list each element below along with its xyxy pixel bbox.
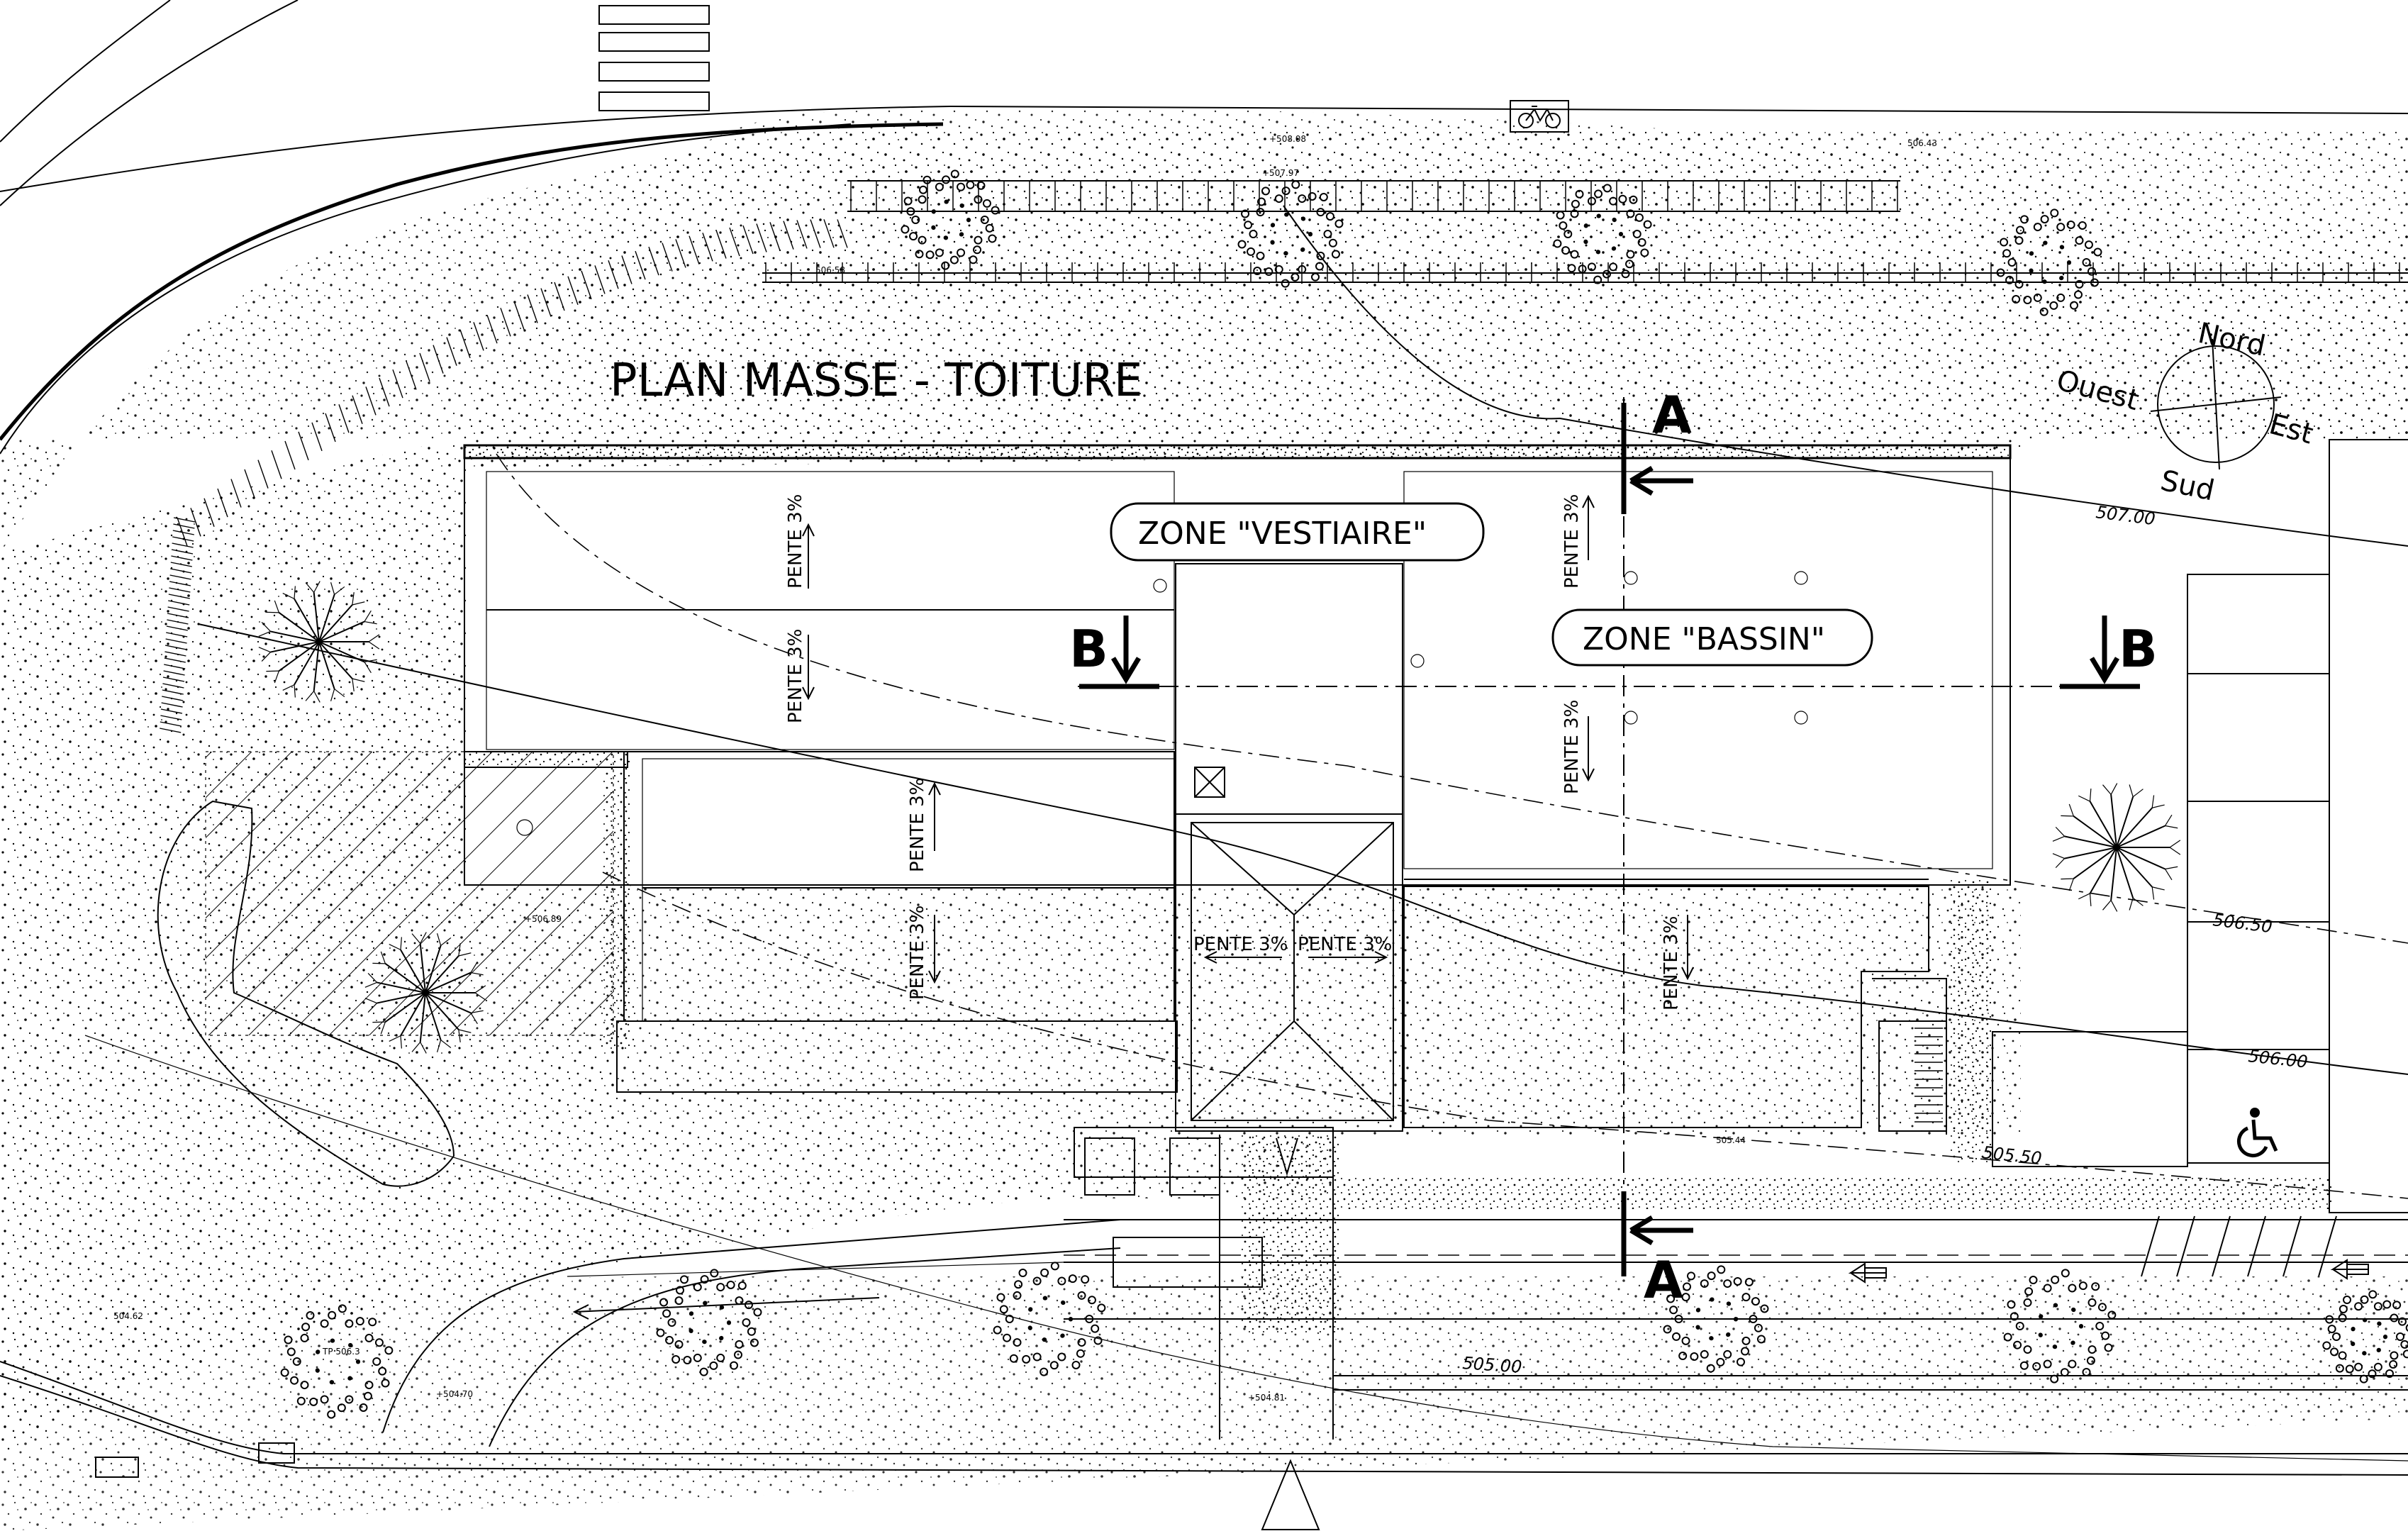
tree-icon (2003, 1269, 2117, 1384)
compass-rose-icon (2150, 338, 2282, 470)
tree-icon (1663, 1265, 1769, 1373)
embankment-ticks (160, 219, 848, 733)
svg-text:+504.70: +504.70 (436, 1389, 473, 1399)
tree-icon (364, 932, 486, 1054)
tree-icon (280, 1304, 394, 1419)
svg-text:+508.08: +508.08 (1269, 134, 1306, 144)
svg-text:PENTE 3%: PENTE 3% (907, 778, 928, 872)
svg-text:506.50: 506.50 (2212, 910, 2273, 937)
section-b-left: B (1069, 619, 1108, 679)
section-lines (1078, 397, 2140, 1276)
tree-icon (901, 169, 1000, 270)
plan-title: PLAN MASSE - TOITURE (610, 355, 1142, 407)
tree-icon (1553, 184, 1652, 284)
svg-text:PENTE 3%: PENTE 3% (907, 906, 928, 1000)
parking-top (762, 180, 2408, 283)
svg-text:TP 506.3: TP 506.3 (322, 1347, 360, 1357)
svg-text:PENTE 3%: PENTE 3% (1561, 494, 1583, 589)
svg-text:+507.97: +507.97 (1262, 168, 1299, 178)
tree-icon (2322, 1290, 2408, 1384)
right-parking (1992, 439, 2408, 1277)
arrow-left-icon (572, 1259, 2369, 1320)
wheelchair-icon (2236, 1108, 2278, 1158)
svg-text:505.50: 505.50 (1981, 1142, 2042, 1169)
slope-arrows (802, 494, 1694, 984)
tree-icon (993, 1262, 1106, 1376)
spot-levels: +508.08 +507.97 506.43 506.58 +506.89 50… (113, 134, 1937, 1403)
svg-text:PENTE 3%: PENTE 3% (1298, 934, 1392, 955)
hatched-area (157, 751, 614, 1187)
svg-text:PENTE 3%: PENTE 3% (785, 629, 806, 723)
svg-text:PENTE 3%: PENTE 3% (785, 494, 806, 589)
slope-labels: PENTE 3% PENTE 3% PENTE 3% PENTE 3% PENT… (785, 494, 1682, 1011)
svg-text:PENTE 3%: PENTE 3% (1661, 916, 1682, 1011)
svg-text:505.44: 505.44 (1716, 1135, 1746, 1145)
contour-lines (84, 205, 2408, 1462)
svg-text:PENTE 3%: PENTE 3% (1193, 934, 1288, 955)
tree-icon (1996, 208, 2102, 316)
section-markers: A A B B (1069, 385, 2158, 1310)
svg-text:506.58: 506.58 (815, 265, 845, 275)
section-a-bottom: A (1644, 1250, 1683, 1310)
zone-vestiaire-label: ZONE "VESTIAIRE" (1110, 502, 1485, 562)
bicycle-icon (1510, 100, 1569, 133)
tree-icon (2052, 783, 2181, 912)
svg-text:506.43: 506.43 (1907, 138, 1937, 148)
svg-text:504.62: 504.62 (113, 1311, 143, 1321)
section-b-right: B (2119, 619, 2158, 679)
svg-text:ZONE "BASSIN": ZONE "BASSIN" (1583, 621, 1825, 657)
svg-text:+506.89: +506.89 (525, 914, 562, 924)
svg-text:+504.81: +504.81 (1248, 1393, 1285, 1403)
section-a-top: A (1652, 385, 1692, 445)
entrance-marker (1261, 1459, 1320, 1530)
svg-text:ZONE "VESTIAIRE": ZONE "VESTIAIRE" (1138, 516, 1427, 552)
tree-icon (656, 1269, 762, 1376)
stalls-top-left (598, 5, 710, 111)
svg-text:PENTE 3%: PENTE 3% (1561, 700, 1583, 794)
zone-bassin-label: ZONE "BASSIN" (1551, 608, 1873, 667)
svg-text:505.00: 505.00 (1462, 1353, 1523, 1377)
tree-icon (1237, 180, 1344, 288)
trees (258, 169, 2408, 1419)
site-roads (0, 0, 2408, 1476)
tree-icon (258, 581, 380, 703)
